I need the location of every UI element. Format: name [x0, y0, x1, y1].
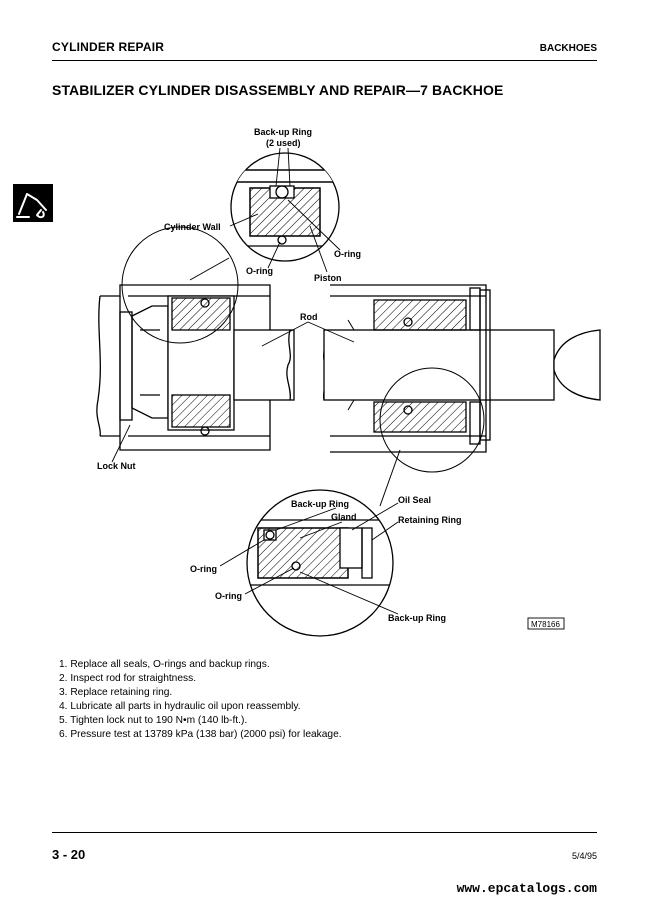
footer-divider	[52, 832, 597, 833]
list-item: 5. Tighten lock nut to 190 N•m (140 lb-f…	[59, 715, 248, 726]
label-backup-ring-mid: Back-up Ring	[291, 499, 349, 509]
label-backup-ring-bottom: Back-up Ring	[388, 613, 446, 623]
list-item: 1. Replace all seals, O-rings and backup…	[59, 659, 270, 670]
callout-leader-lines	[111, 147, 399, 615]
label-cylinder-wall: Cylinder Wall	[164, 222, 221, 232]
label-backup-ring-top: Back-up Ring	[254, 127, 312, 137]
list-item: 4. Lubricate all parts in hydraulic oil …	[59, 701, 301, 712]
backhoe-icon	[13, 184, 53, 222]
footer-date: 5/4/95	[571, 851, 597, 861]
label-oring-bottom-2: O-ring	[215, 591, 242, 601]
watermark: www.epcatalogs.com	[456, 881, 597, 896]
label-oring-top-left: O-ring	[246, 266, 273, 276]
label-oring-bottom-1: O-ring	[190, 564, 217, 574]
page-title: STABILIZER CYLINDER DISASSEMBLY AND REPA…	[52, 82, 504, 98]
piston-detail-callout	[189, 152, 340, 281]
label-retaining-ring: Retaining Ring	[398, 515, 462, 525]
label-oring-top-right: O-ring	[334, 249, 361, 259]
main-cylinder-assembly	[96, 226, 601, 473]
label-backup-ring-top-qty: (2 used)	[266, 138, 301, 148]
list-item: 6. Pressure test at 13789 kPa (138 bar) …	[59, 729, 342, 740]
page-number: 3 - 20	[52, 847, 86, 862]
label-rod: Rod	[300, 312, 318, 322]
figure-id-box	[527, 617, 565, 630]
figure-id: M78166	[531, 620, 560, 629]
gland-detail-callout	[246, 449, 401, 637]
label-oil-seal: Oil Seal	[398, 495, 431, 505]
label-piston: Piston	[314, 273, 342, 283]
list-item: 2. Inspect rod for straightness.	[59, 673, 197, 684]
list-item: 3. Replace retaining ring.	[59, 687, 173, 698]
header-divider	[52, 60, 597, 61]
label-gland: Gland	[331, 512, 357, 522]
header-section-title: CYLINDER REPAIR	[52, 40, 165, 54]
repair-steps-list: 1. Replace all seals, O-rings and backup…	[59, 658, 342, 742]
label-lock-nut: Lock Nut	[97, 461, 136, 471]
header-category: BACKHOES	[539, 43, 597, 54]
